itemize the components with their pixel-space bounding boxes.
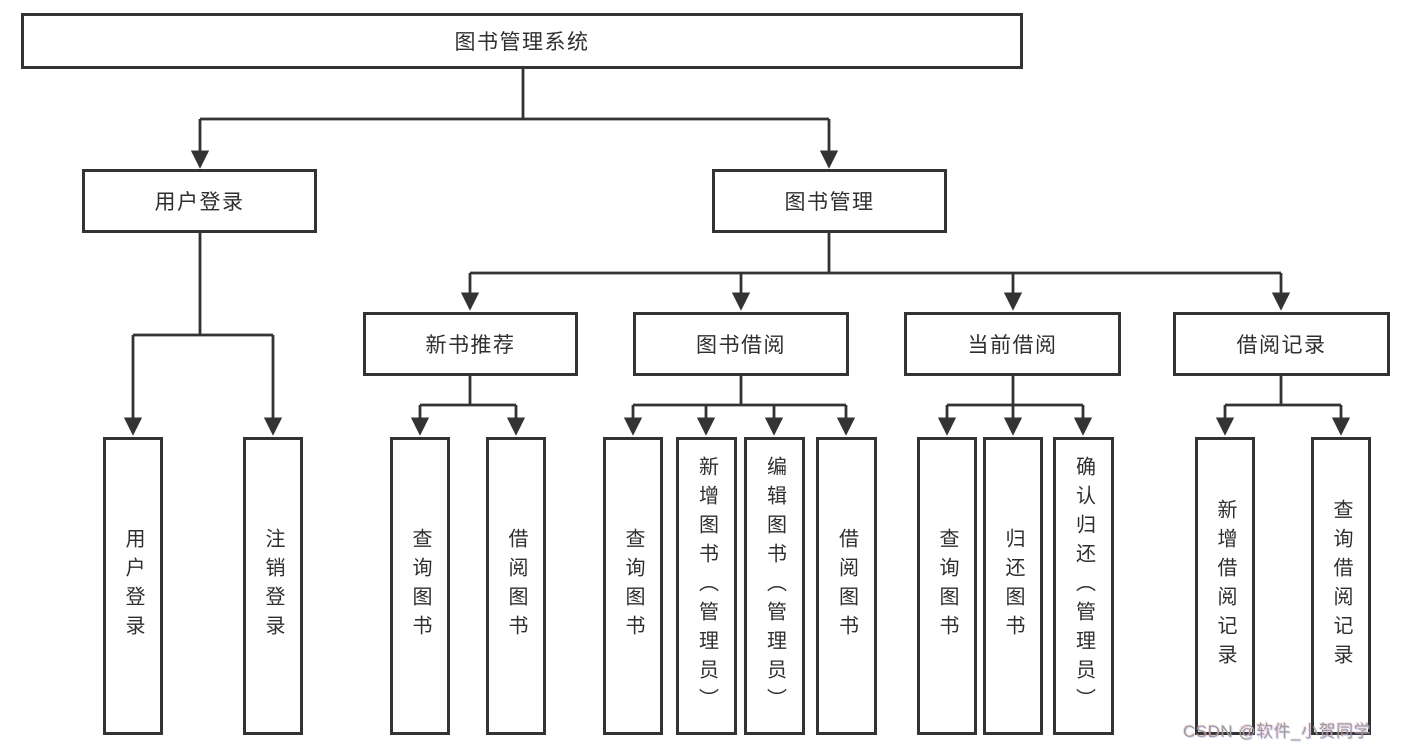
leaf-logout: 注销登录 [243, 437, 303, 735]
node-user-login: 用户登录 [82, 169, 317, 233]
leaf-add-book-admin: 新增图书（管理员） [676, 437, 737, 735]
leaf-confirm-return-admin: 确认归还（管理员） [1053, 437, 1114, 735]
leaf-return-book: 归还图书 [983, 437, 1043, 735]
leaf-query-books-borrowing: 查询图书 [603, 437, 663, 735]
node-borrowing-records: 借阅记录 [1173, 312, 1390, 376]
leaf-query-books-current: 查询图书 [917, 437, 977, 735]
node-new-book-recommend: 新书推荐 [363, 312, 578, 376]
leaf-user-login: 用户登录 [103, 437, 163, 735]
node-book-borrowing: 图书借阅 [633, 312, 849, 376]
watermark: CSDN @软件_小贺同学 [1183, 722, 1372, 741]
leaf-add-borrow-record: 新增借阅记录 [1195, 437, 1255, 735]
leaf-borrow-books-recommend: 借阅图书 [486, 437, 546, 735]
node-current-borrowing: 当前借阅 [904, 312, 1121, 376]
leaf-edit-book-admin: 编辑图书（管理员） [744, 437, 805, 735]
leaf-query-borrow-record: 查询借阅记录 [1311, 437, 1371, 735]
node-book-management: 图书管理 [712, 169, 947, 233]
node-library-management-system: 图书管理系统 [21, 13, 1023, 69]
leaf-borrow-books: 借阅图书 [816, 437, 877, 735]
leaf-query-books-recommend: 查询图书 [390, 437, 450, 735]
